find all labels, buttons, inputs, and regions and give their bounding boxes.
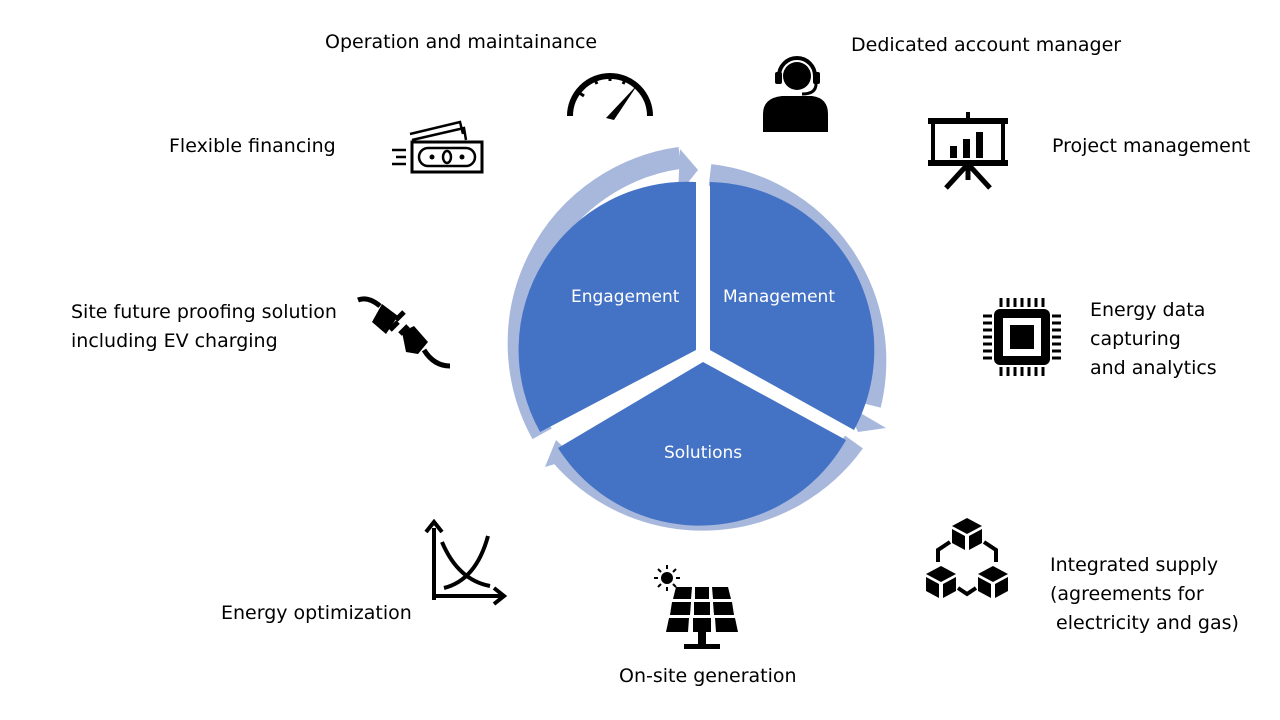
block-left bbox=[926, 566, 956, 598]
segment-label-management: Management bbox=[723, 287, 835, 307]
label-energy-optimization: Energy optimization bbox=[221, 602, 412, 624]
label-dedicated-account-manager: Dedicated account manager bbox=[851, 34, 1122, 56]
segment-engagement bbox=[518, 181, 696, 432]
blocks-icon bbox=[926, 518, 1008, 598]
cash-icon bbox=[392, 120, 484, 174]
block-top bbox=[952, 518, 982, 550]
segment-label-solutions: Solutions bbox=[664, 443, 743, 463]
speedometer-icon bbox=[567, 73, 653, 120]
label-flexible-financing: Flexible financing bbox=[169, 135, 336, 157]
label-site-future-proofing: Site future proofing solution including … bbox=[71, 301, 337, 352]
graph-icon bbox=[424, 518, 508, 606]
block-right bbox=[978, 566, 1008, 598]
segments bbox=[518, 181, 875, 526]
solar-panel-icon bbox=[654, 565, 738, 649]
presentation-board-icon bbox=[928, 112, 1008, 190]
label-operation-and-maintenance: Operation and maintainance bbox=[325, 31, 598, 53]
label-project-management: Project management bbox=[1052, 135, 1251, 157]
segment-solutions bbox=[558, 362, 846, 526]
label-energy-data: Energy data capturing and analytics bbox=[1090, 299, 1217, 379]
segment-management bbox=[710, 182, 875, 430]
plug-icon bbox=[357, 296, 451, 369]
label-integrated-supply: Integrated supply (agreements for electr… bbox=[1050, 554, 1239, 634]
chip-icon bbox=[983, 298, 1061, 376]
headset-agent-icon bbox=[763, 56, 828, 132]
segment-label-engagement: Engagement bbox=[571, 287, 680, 307]
sun-icon bbox=[654, 565, 680, 591]
label-on-site-generation: On-site generation bbox=[619, 665, 797, 687]
